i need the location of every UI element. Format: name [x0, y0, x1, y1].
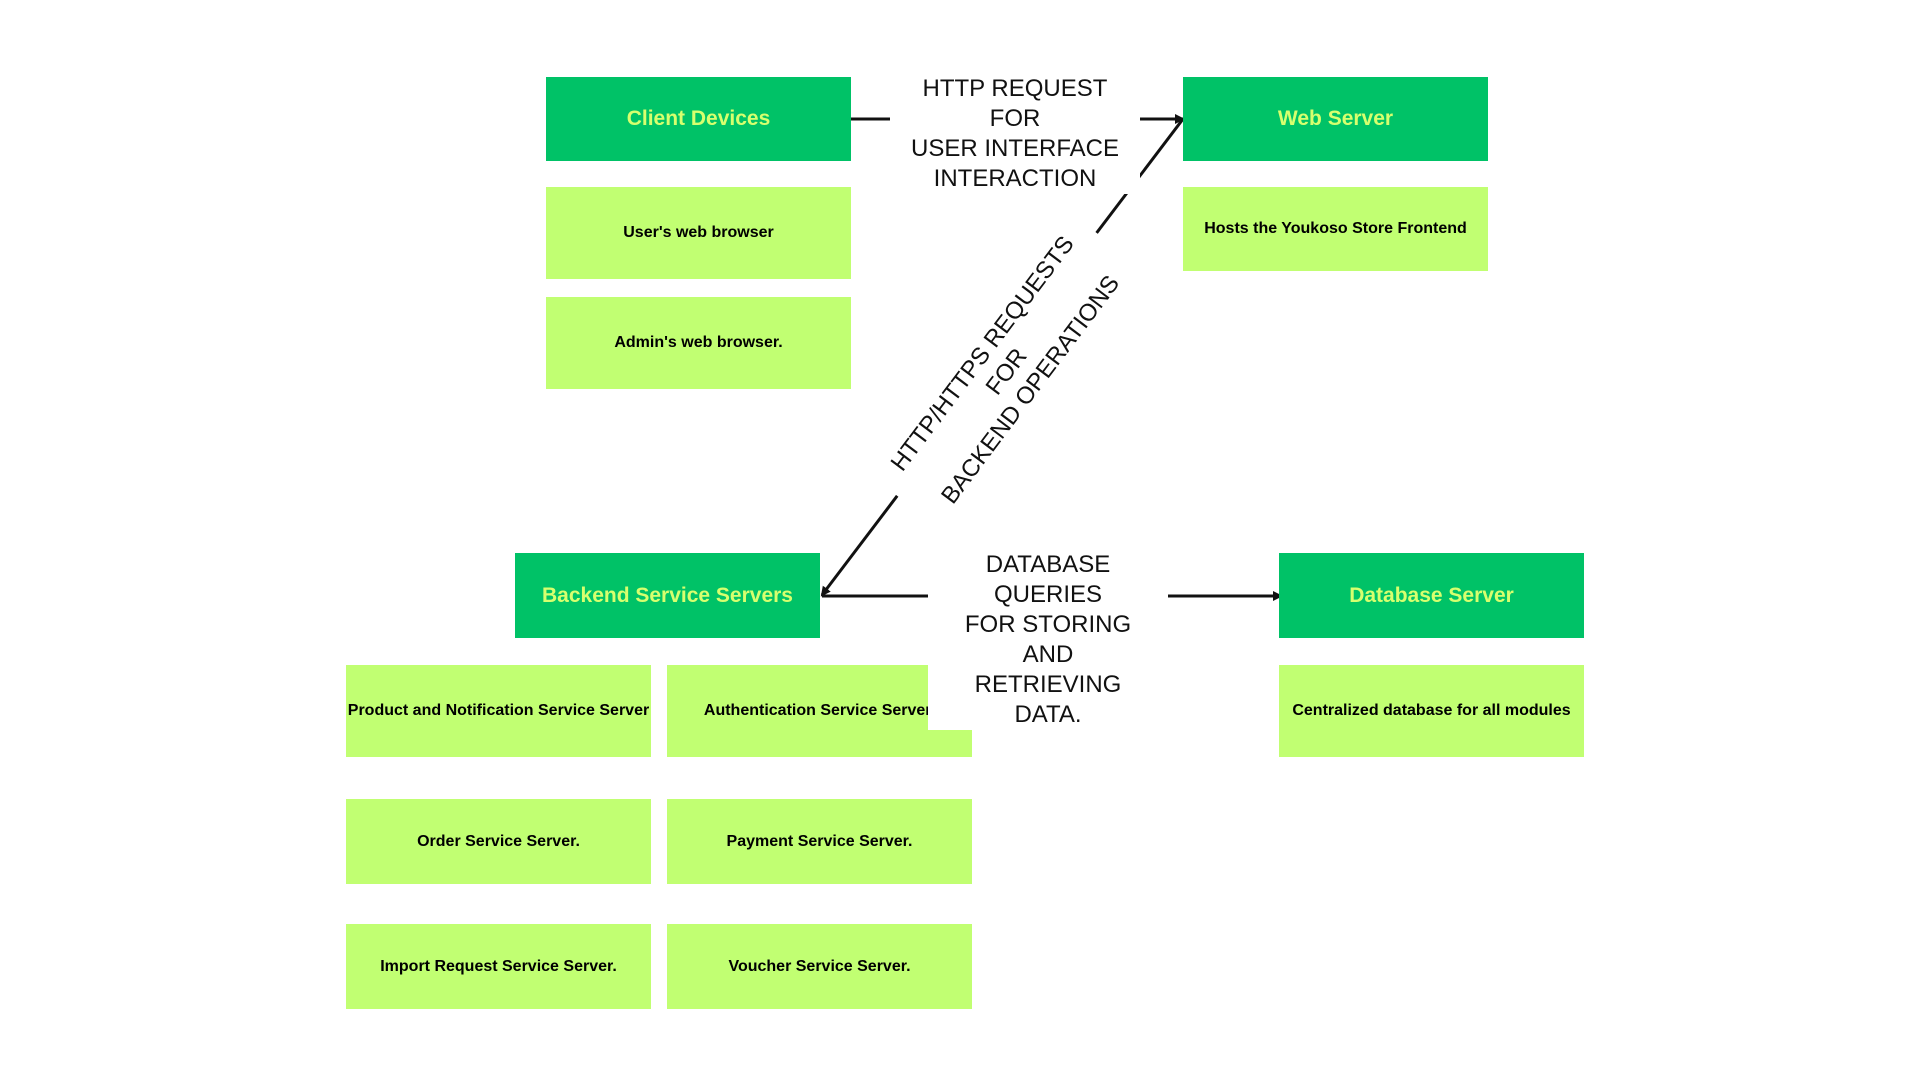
backend-service-item-label: Authentication Service Server.	[703, 702, 936, 719]
backend-service-item-label: Voucher Service Server.	[728, 957, 911, 975]
backend-service-item: Authentication Service Server.	[667, 665, 972, 757]
edge-label-line: USER INTERFACE	[910, 135, 1120, 162]
backend-service-item-label: Product and Notification Service Server	[347, 702, 650, 719]
web-server-item-label: Hosts the Youkoso Store Frontend	[1204, 220, 1467, 237]
backend-service-item-label: Order Service Server.	[417, 832, 580, 850]
client-devices-item-label: User's web browser	[623, 224, 774, 241]
database-server-item: Centralized database for all modules	[1279, 665, 1584, 757]
edge-label-line: INTERACTION	[933, 165, 1097, 192]
edge-label-line: FOR STORING AND	[964, 611, 1132, 668]
web-server-node: Web Server	[1183, 77, 1488, 161]
backend-service-item: Voucher Service Server.	[667, 924, 972, 1009]
database-server-node: Database Server	[1279, 553, 1584, 638]
database-server-title: Database Server	[1349, 583, 1514, 607]
backend-servers-title: Backend Service Servers	[541, 583, 793, 607]
backend-service-item-label: Payment Service Server.	[726, 832, 913, 850]
edge-label-line: HTTP REQUEST FOR	[922, 75, 1108, 132]
client-devices-title: Client Devices	[626, 107, 771, 130]
backend-service-item: Import Request Service Server.	[346, 924, 651, 1009]
backend-service-item-label: Import Request Service Server.	[380, 957, 617, 975]
edge-label-client-to-web: HTTP REQUEST FOR USER INTERFACE INTERACT…	[890, 74, 1140, 194]
edge-label-line: DATABASE QUERIES	[985, 551, 1111, 608]
backend-service-item: Order Service Server.	[346, 799, 651, 884]
backend-service-item: Payment Service Server.	[667, 799, 972, 884]
edge-label-line: RETRIEVING DATA.	[974, 671, 1122, 728]
web-server-title: Web Server	[1277, 107, 1394, 130]
client-devices-item: User's web browser	[546, 187, 851, 279]
web-server-item: Hosts the Youkoso Store Frontend	[1183, 187, 1488, 271]
client-devices-item-label: Admin's web browser.	[614, 334, 783, 351]
backend-servers-node: Backend Service Servers	[515, 553, 820, 638]
client-devices-node: Client Devices	[546, 77, 851, 161]
backend-service-item: Product and Notification Service Server	[346, 665, 651, 757]
client-devices-item: Admin's web browser.	[546, 297, 851, 389]
edge-label-backend-to-db: DATABASE QUERIES FOR STORING AND RETRIEV…	[928, 550, 1168, 730]
database-server-item-label: Centralized database for all modules	[1292, 702, 1571, 719]
